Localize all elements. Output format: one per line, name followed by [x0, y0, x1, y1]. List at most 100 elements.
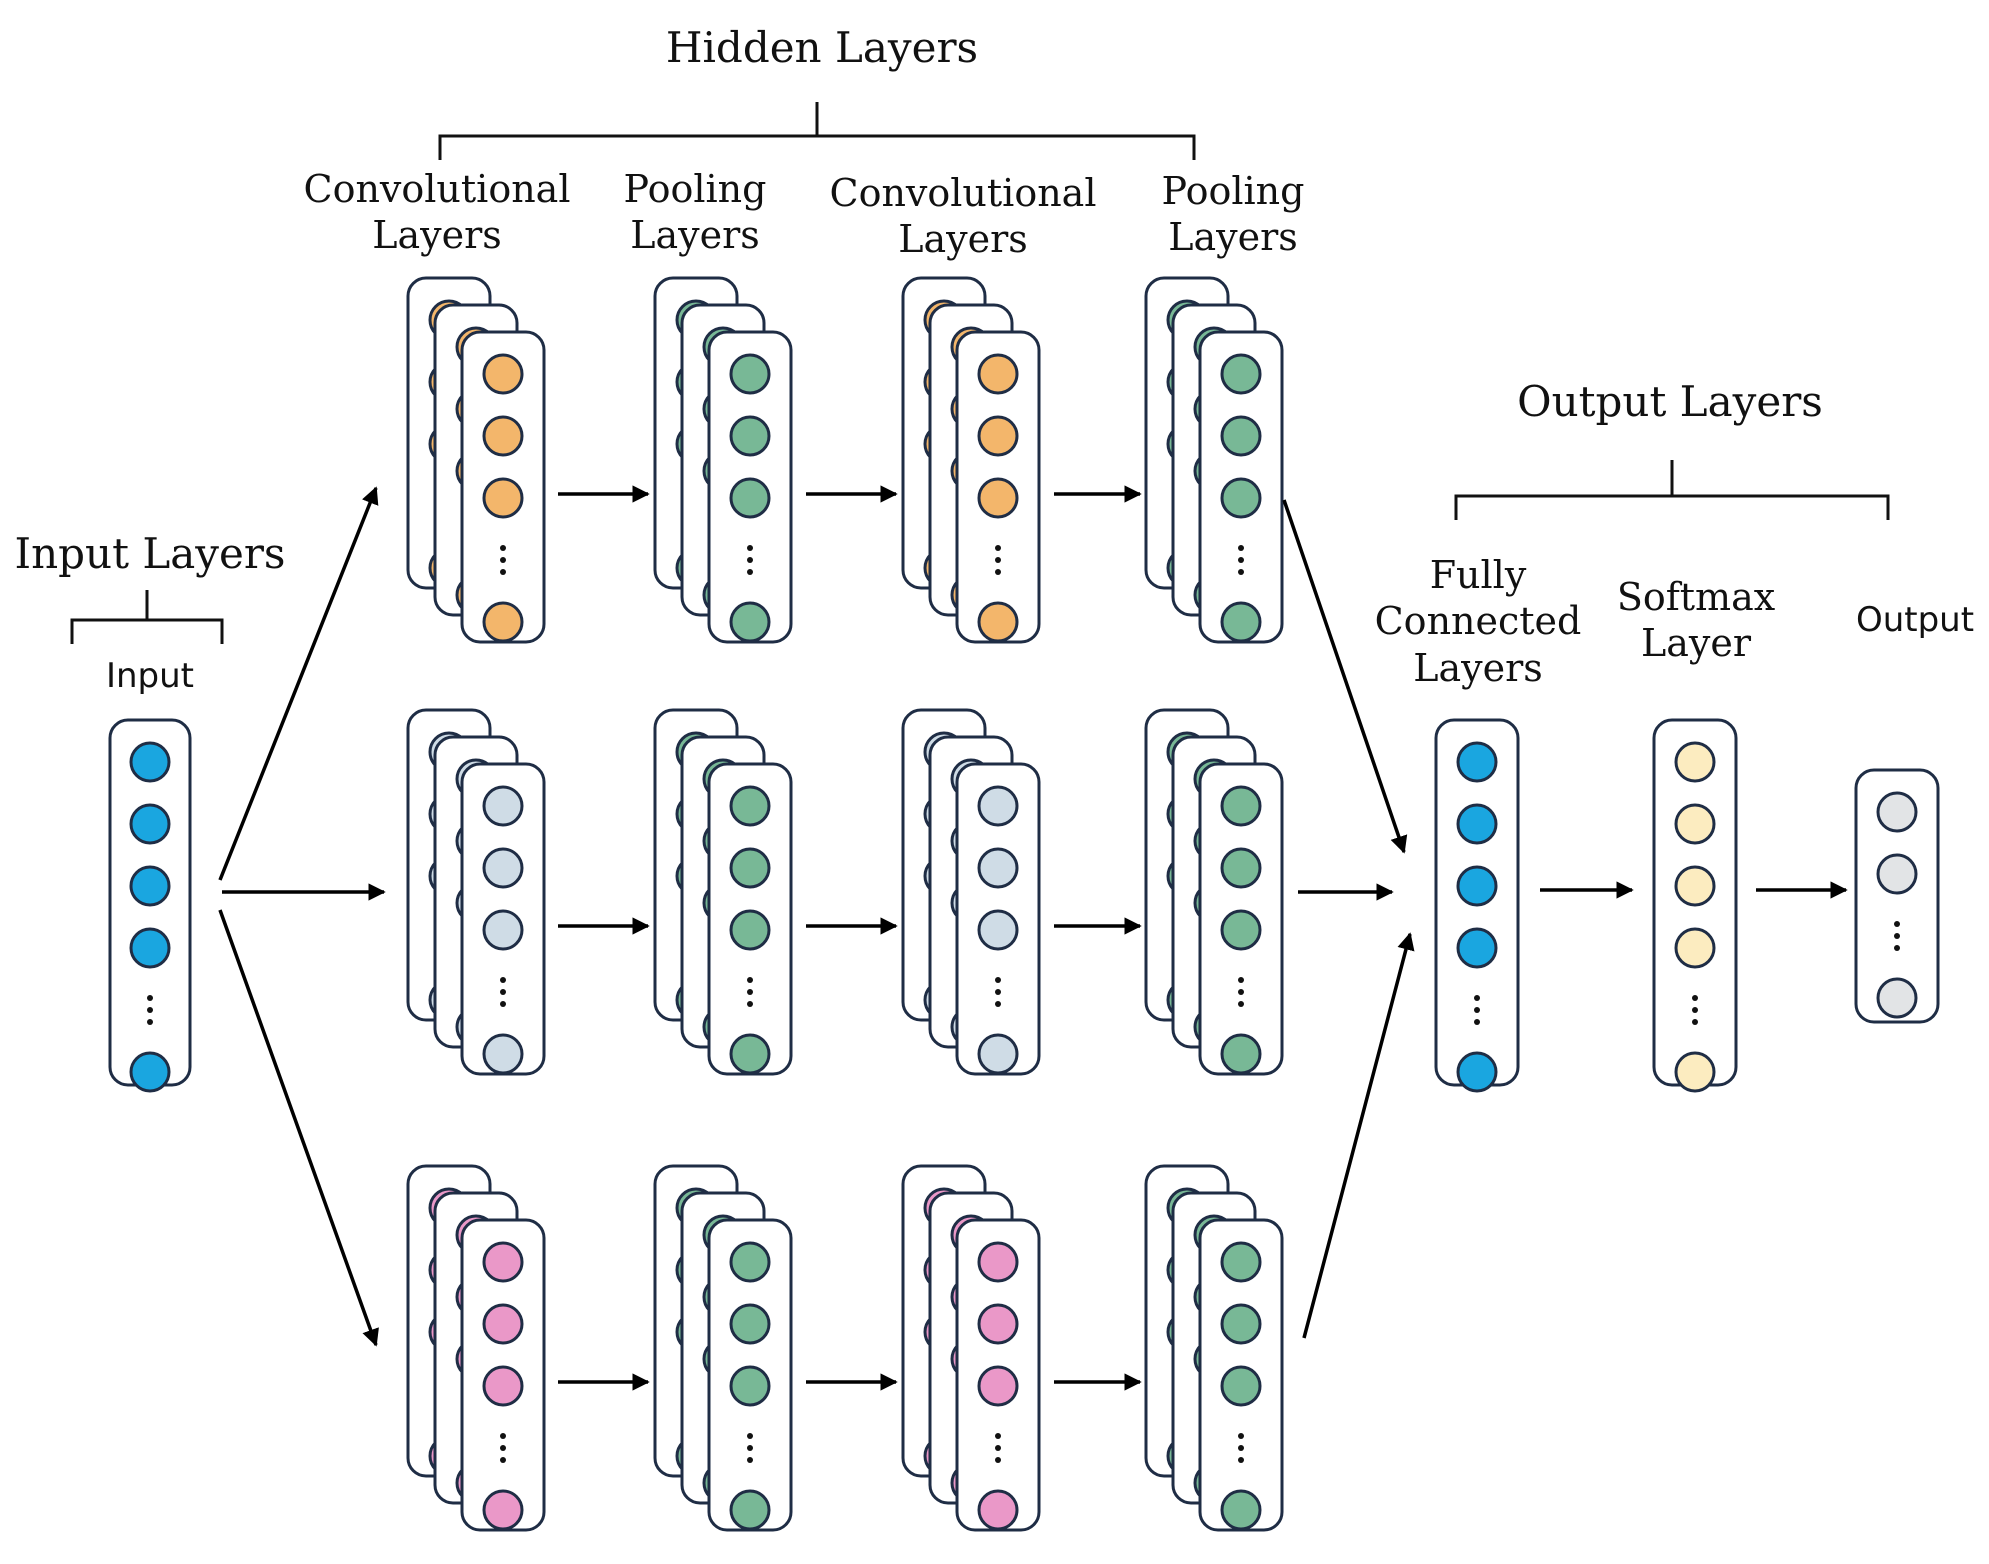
bottom-conv-1-map-2-node-4 — [482, 1489, 524, 1531]
middle-conv-2-map-2-ellipsis-dot-0 — [995, 977, 1001, 983]
bottom-conv-2-map-2-ellipsis-dot-0 — [995, 1433, 1001, 1439]
bottom-pool-1-map-2-node-4 — [729, 1489, 771, 1531]
fully-connected-column-ellipsis-dot-2 — [1474, 1019, 1480, 1025]
fully-connected-label-line1: Fully — [1429, 553, 1527, 597]
middle-conv-1-map-2-ellipsis-dot-0 — [500, 977, 506, 983]
middle-conv-1-map-2-ellipsis-dot-1 — [500, 989, 506, 995]
bottom-conv-2-map-2-ellipsis-dot-2 — [995, 1457, 1001, 1463]
output-layers-title: Output Layers — [1517, 377, 1823, 426]
middle-pool-1-map-2-node-4 — [729, 1033, 771, 1075]
middle-conv-2-map-2-ellipsis-dot-1 — [995, 989, 1001, 995]
softmax-label-line1: Softmax — [1616, 575, 1776, 619]
output-column-node-1 — [1876, 853, 1918, 895]
softmax-label: Softmax Layer — [1586, 574, 1806, 667]
bottom-conv-2-map-2-node-1 — [977, 1303, 1019, 1345]
input-layers-title: Input Layers — [14, 529, 286, 578]
bottom-conv-2-map-2 — [955, 1218, 1041, 1532]
bottom-pool-1-map-2 — [707, 1218, 793, 1532]
middle-pool-2-map-2-ellipsis-dot-1 — [1238, 989, 1244, 995]
middle-conv-1-map-2-node-4 — [482, 1033, 524, 1075]
middle-pool-2-map-2-ellipsis-dot-2 — [1238, 1001, 1244, 1007]
middle-conv-2-map-2-node-1 — [977, 847, 1019, 889]
bottom-pool-1-map-2-ellipsis-dot-0 — [747, 1433, 753, 1439]
middle-conv-2-map-2-node-2 — [977, 909, 1019, 951]
top-conv-1-map-2-node-2 — [482, 477, 524, 519]
fully-connected-column-node-5 — [1456, 1051, 1498, 1093]
middle-pool-1-map-2-ellipsis-dot-1 — [747, 989, 753, 995]
top-pool-2-map-2-ellipsis-dot-2 — [1238, 569, 1244, 575]
output-layers-bracket — [1454, 460, 1890, 520]
middle-pool-2-map-2-node-0 — [1220, 785, 1262, 827]
middle-conv-1-map-2 — [460, 762, 546, 1076]
fully-connected-column-node-3 — [1456, 927, 1498, 969]
bottom-pool-1-map-2-node-1 — [729, 1303, 771, 1345]
softmax-column-node-3 — [1674, 927, 1716, 969]
bottom-conv-1-map-2-node-0 — [482, 1241, 524, 1283]
conv-layers-label-1-line1: Convolutional — [303, 167, 571, 211]
hidden-layers-bracket — [438, 102, 1196, 160]
top-pool-1-map-2-node-1 — [729, 415, 771, 457]
bottom-pool-2-map-2-ellipsis-dot-2 — [1238, 1457, 1244, 1463]
input-column-node-3 — [129, 927, 171, 969]
hidden-layers-title: Hidden Layers — [665, 23, 979, 72]
middle-conv-2-map-2-node-4 — [977, 1033, 1019, 1075]
softmax-column-node-5 — [1674, 1051, 1716, 1093]
bottom-pool-1-map-2-node-0 — [729, 1241, 771, 1283]
middle-conv-2-map-2 — [955, 762, 1041, 1076]
middle-conv-1-map-2-node-2 — [482, 909, 524, 951]
bottom-conv-1-map-2-ellipsis-dot-0 — [500, 1433, 506, 1439]
top-conv-2-map-2 — [955, 330, 1041, 644]
top-conv-1-map-2-ellipsis-dot-0 — [500, 545, 506, 551]
bottom-pool-2-map-2-node-2 — [1220, 1365, 1262, 1407]
middle-pool-2-map-2-node-2 — [1220, 909, 1262, 951]
output-column-ellipsis-dot-2 — [1894, 945, 1900, 951]
middle-pool-1-map-2-ellipsis-dot-2 — [747, 1001, 753, 1007]
middle-pool-2-map-2-ellipsis-dot-0 — [1238, 977, 1244, 983]
pooling-layers-label-2: Pooling Layers — [1118, 168, 1348, 261]
bottom-conv-1-map-2-ellipsis-dot-1 — [500, 1445, 506, 1451]
fully-connected-column-node-1 — [1456, 803, 1498, 845]
top-pool-2-map-2-ellipsis-dot-0 — [1238, 545, 1244, 551]
middle-conv-1-map-2-node-0 — [482, 785, 524, 827]
bottom-pool-1-map-2-ellipsis-dot-2 — [747, 1457, 753, 1463]
bottom-pool-2-map-2-node-1 — [1220, 1303, 1262, 1345]
top-pool-2-map-2-node-4 — [1220, 601, 1262, 643]
top-conv-2-map-2-ellipsis-dot-2 — [995, 569, 1001, 575]
output-column-node-0 — [1876, 791, 1918, 833]
input-column-ellipsis-dot-0 — [147, 995, 153, 1001]
top-pool-1-map-2-node-0 — [729, 353, 771, 395]
middle-conv-2-map-2-node-0 — [977, 785, 1019, 827]
top-pool-2-map-2-node-2 — [1220, 477, 1262, 519]
middle-pool-1-map-2-node-0 — [729, 785, 771, 827]
fully-connected-label-line3: Layers — [1413, 645, 1543, 690]
output-label: Output — [1855, 600, 1975, 640]
top-conv-1-map-2 — [460, 330, 546, 644]
fully-connected-column — [1434, 718, 1520, 1093]
top-conv-2-map-2-ellipsis-dot-1 — [995, 557, 1001, 563]
top-pool-2-map-2-node-1 — [1220, 415, 1262, 457]
top-pool-1-map-2-ellipsis-dot-2 — [747, 569, 753, 575]
top-pool-1-map-2-node-2 — [729, 477, 771, 519]
top-pool-1-map-2-node-4 — [729, 601, 771, 643]
top-conv-2-map-2-ellipsis-dot-0 — [995, 545, 1001, 551]
input-column-node-1 — [129, 803, 171, 845]
bottom-conv-2-map-2-node-0 — [977, 1241, 1019, 1283]
input-column-ellipsis-dot-2 — [147, 1019, 153, 1025]
middle-pool-1-map-2-node-1 — [729, 847, 771, 889]
fully-connected-column-ellipsis-dot-0 — [1474, 995, 1480, 1001]
top-conv-2-map-2-node-2 — [977, 477, 1019, 519]
fully-connected-label-line2: Connected — [1374, 599, 1582, 644]
output-column-frame — [1854, 768, 1940, 1024]
bottom-conv-1-map-2-node-1 — [482, 1303, 524, 1345]
middle-conv-1-map-2-ellipsis-dot-2 — [500, 1001, 506, 1007]
input-column-node-5 — [129, 1051, 171, 1093]
fully-connected-column-node-0 — [1456, 741, 1498, 783]
output-column-node-3 — [1876, 977, 1918, 1019]
middle-pool-1-map-2-ellipsis-dot-0 — [747, 977, 753, 983]
top-pool-1-map-2-ellipsis-dot-0 — [747, 545, 753, 551]
fully-connected-column-node-2 — [1456, 865, 1498, 907]
bottom-conv-2-map-2-ellipsis-dot-1 — [995, 1445, 1001, 1451]
softmax-column-ellipsis-dot-1 — [1692, 1007, 1698, 1013]
